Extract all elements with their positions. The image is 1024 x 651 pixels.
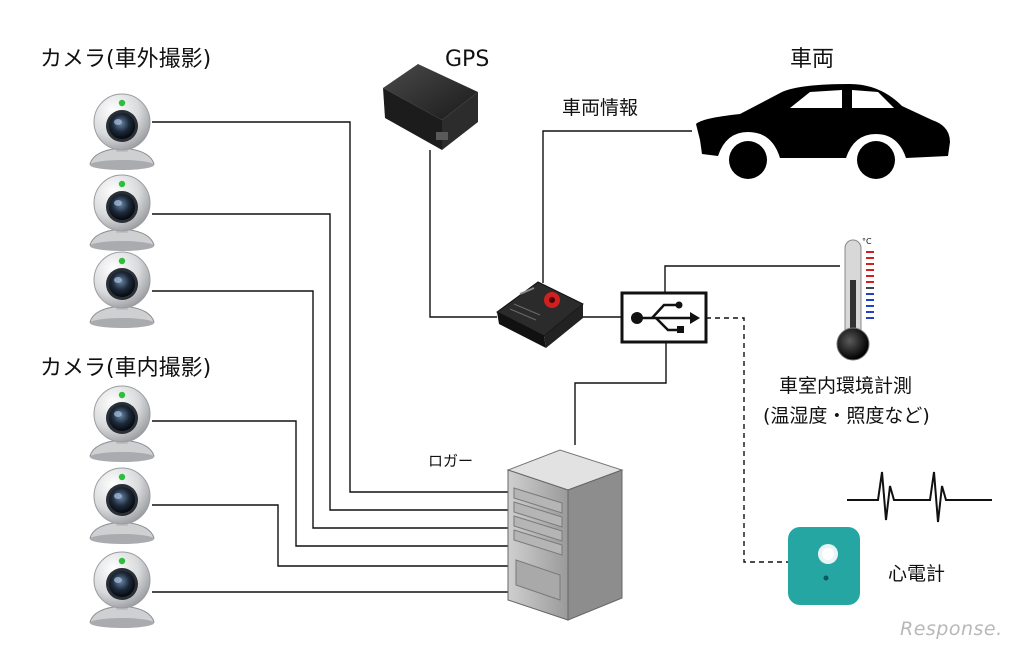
response-watermark: Response. (900, 618, 1003, 640)
camera-exterior-2 (89, 174, 155, 252)
gps-receiver-icon (383, 64, 478, 150)
device-wires (429, 130, 840, 445)
thermometer-scale (866, 251, 874, 319)
thermometer-unit: °C (862, 237, 872, 246)
data-logger-device-icon (496, 281, 584, 348)
camera-interior-1 (89, 385, 155, 463)
vehicle-info-label: 車両情報 (562, 97, 639, 119)
camera-interior-3 (89, 551, 155, 629)
server-tower-icon (506, 449, 624, 621)
logger-label: ロガー (428, 452, 474, 470)
vehicle-label: 車両 (790, 47, 835, 72)
ecg-sensor-icon (788, 527, 860, 605)
camera-exterior-3 (89, 251, 155, 329)
camera-interior-label: カメラ(車内撮影) (40, 356, 212, 381)
camera-exterior-label: カメラ(車外撮影) (40, 47, 212, 72)
camera-wires (152, 121, 508, 593)
thermometer-icon (836, 239, 874, 361)
heartbeat-waveform-icon (847, 471, 992, 523)
ecg-wire (706, 317, 790, 563)
camera-interior-2 (89, 467, 155, 545)
camera-exterior-1 (89, 93, 155, 171)
usb-hub-icon (620, 291, 708, 344)
gps-label: GPS (445, 47, 490, 72)
ecg-label: 心電計 (888, 563, 946, 585)
env-measure-label: 車室内環境計測 (779, 375, 913, 397)
env-measure-sublabel: (温湿度・照度など) (763, 405, 930, 427)
car-silhouette-icon (696, 84, 950, 179)
